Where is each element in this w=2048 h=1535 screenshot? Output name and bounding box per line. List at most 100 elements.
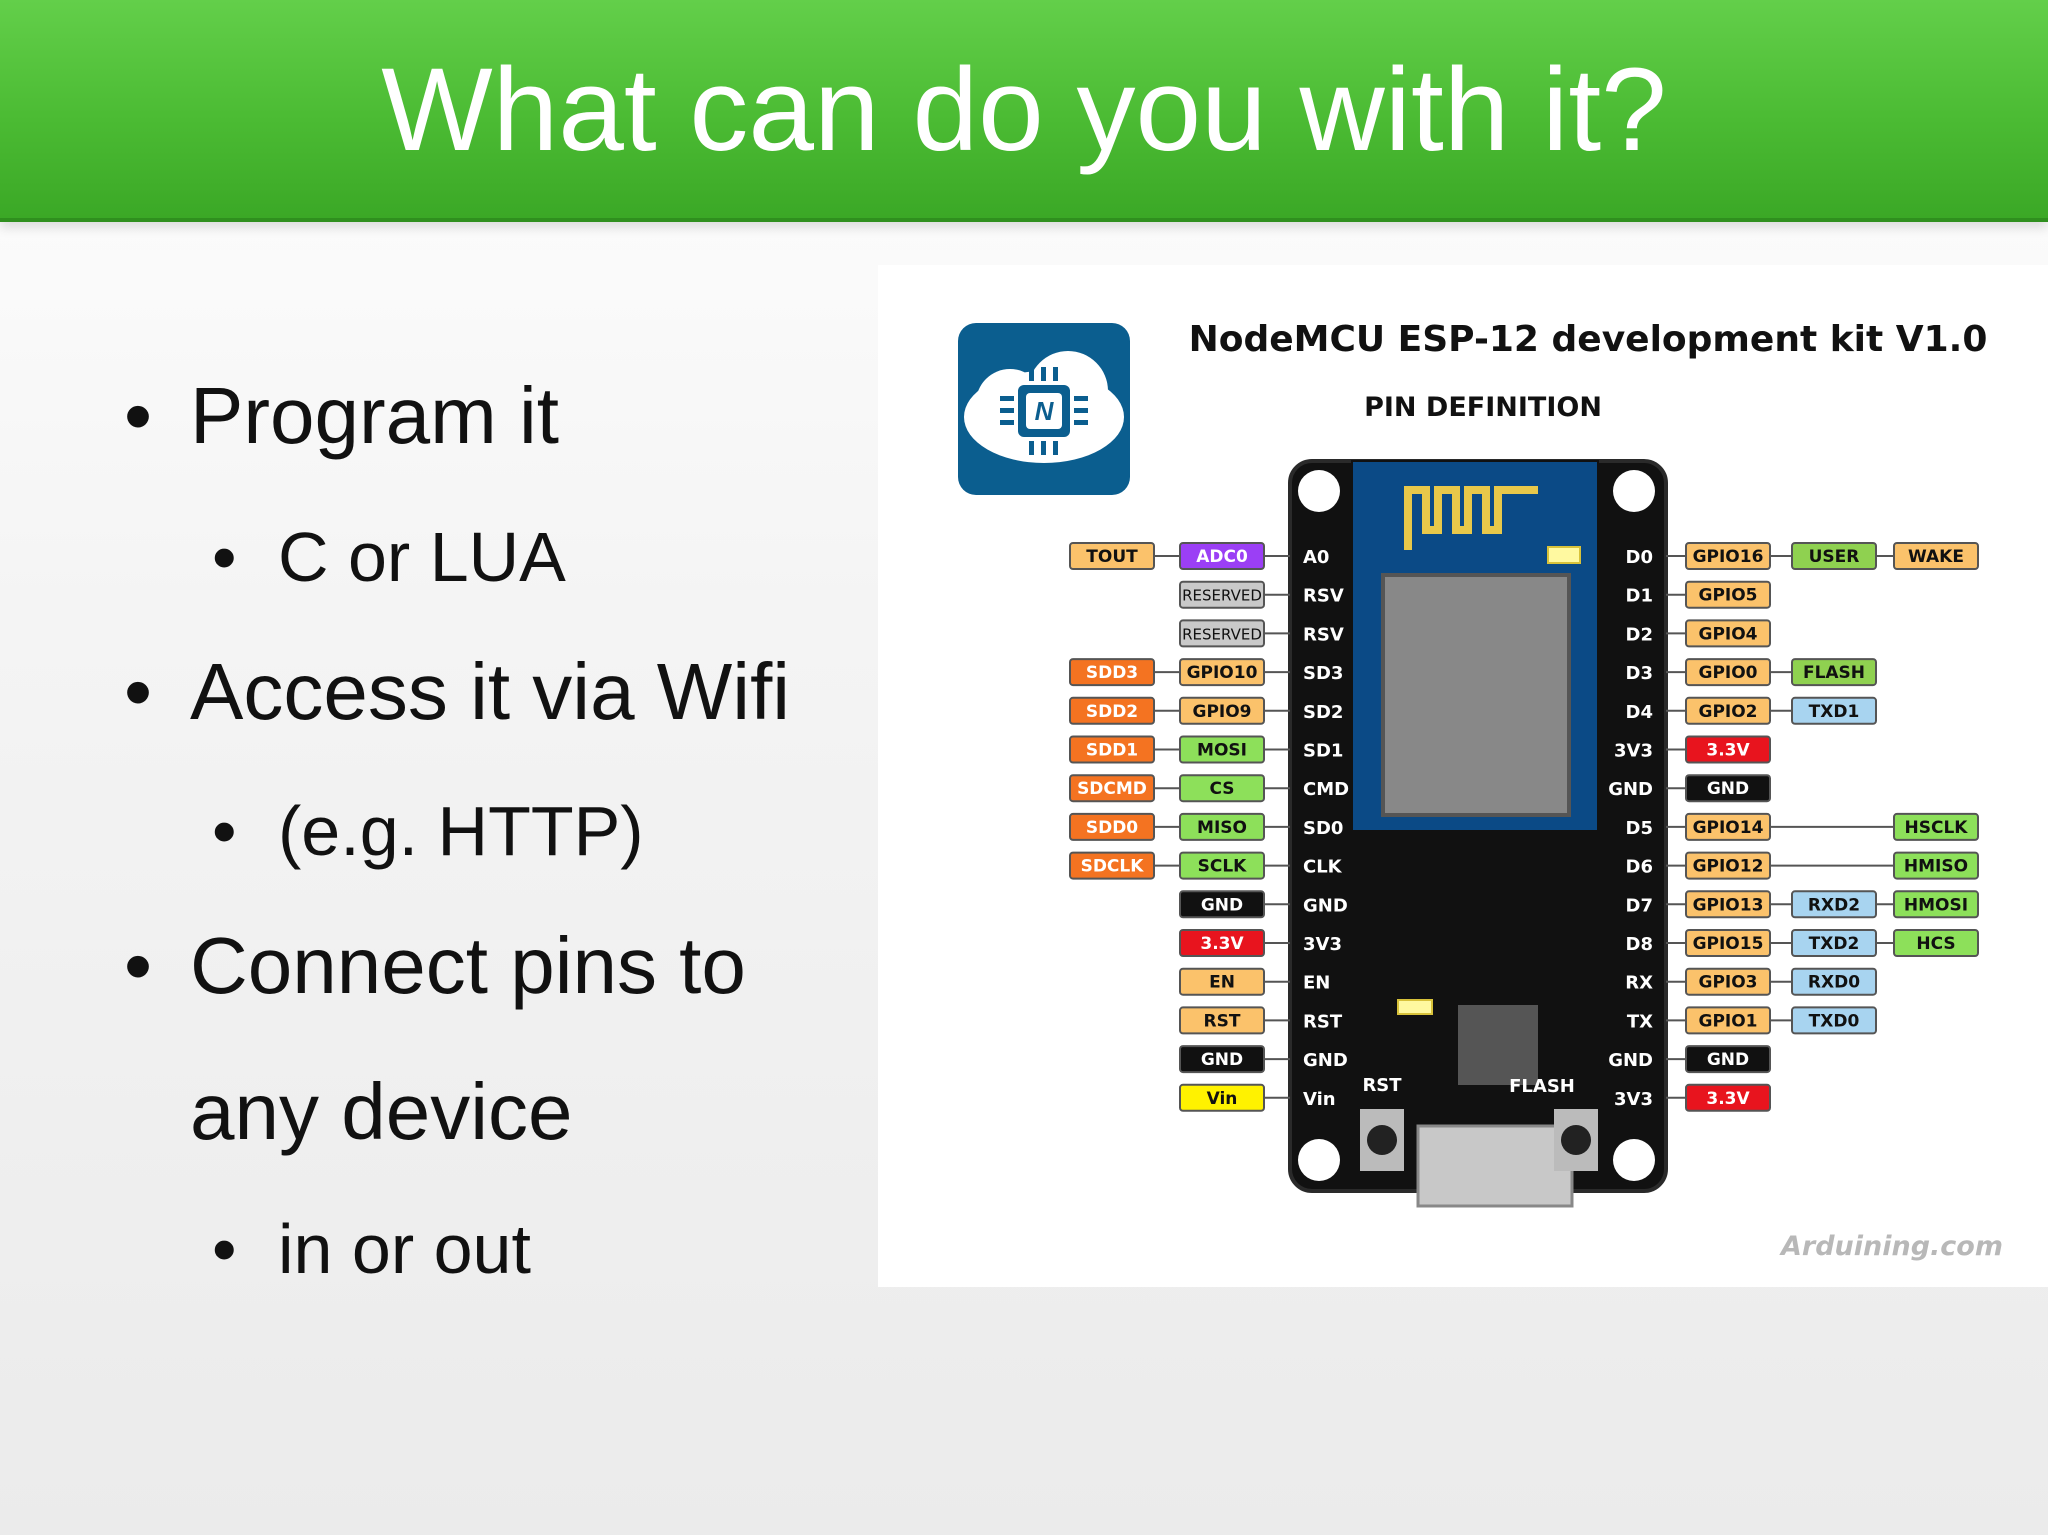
board-pin-label: SD0	[1303, 818, 1343, 839]
pin-function-text: EN	[1209, 973, 1235, 993]
board-pin-label: D0	[1626, 547, 1653, 568]
board-pin-label: 3V3	[1303, 934, 1342, 955]
pin-function-text: HMISO	[1904, 857, 1968, 877]
pin-function-label: GPIO12	[1685, 851, 1771, 880]
antenna-trace	[1404, 486, 1538, 550]
slide-title: What can do you with it?	[381, 44, 1667, 176]
pin-function-text: GPIO10	[1187, 663, 1258, 683]
pin-function-text: TXD2	[1809, 934, 1860, 954]
pin-function-text: USER	[1809, 547, 1860, 567]
pin-function-label: GND	[1685, 1045, 1771, 1074]
pin-function-text: SDD0	[1086, 818, 1138, 838]
pin-function-label: TXD1	[1791, 696, 1877, 725]
pin-function-text: GPIO12	[1693, 857, 1764, 877]
board-pin-label: RX	[1625, 973, 1653, 994]
pin-function-text: 3.3V	[1200, 934, 1244, 954]
pinout-diagram: N NodeMCU ESP-12 development kit V1.0 PI…	[958, 319, 2003, 1262]
board-pin-label: D2	[1626, 624, 1653, 645]
pin-function-label: GPIO13	[1685, 890, 1771, 919]
rst-button	[1360, 1109, 1404, 1171]
board-pin-label: EN	[1303, 973, 1330, 994]
pin-function-text: GPIO13	[1693, 895, 1764, 915]
bullet-marker: •	[212, 1210, 237, 1288]
pin-function-label: HSCLK	[1893, 812, 1979, 841]
pin-function-text: GPIO5	[1698, 586, 1757, 606]
pin-function-label: SDD2	[1069, 696, 1155, 725]
pin-function-text: GPIO0	[1698, 663, 1757, 683]
bullet-marker: •	[212, 518, 237, 596]
board-pin-label: TX	[1627, 1011, 1653, 1032]
pin-function-text: RST	[1204, 1011, 1241, 1031]
board-pin-label: D5	[1626, 818, 1653, 839]
pin-function-label: GND	[1179, 1045, 1265, 1074]
pin-function-label: GPIO1	[1685, 1006, 1771, 1035]
pin-function-label: GPIO2	[1685, 696, 1771, 725]
pin-function-text: GPIO15	[1693, 934, 1764, 954]
pin-function-label: RST	[1179, 1006, 1265, 1035]
pin-function-text: GPIO1	[1698, 1011, 1757, 1031]
pin-function-text: CS	[1209, 779, 1234, 799]
pin-function-label: EN	[1179, 967, 1265, 996]
pin-function-label: GPIO3	[1685, 967, 1771, 996]
board-pin-label: D8	[1626, 934, 1653, 955]
pin-function-label: GPIO16	[1685, 542, 1771, 570]
pin-function-label: TXD2	[1791, 929, 1877, 957]
title-bar: What can do you with it?	[0, 0, 2048, 222]
bullet-marker: •	[124, 647, 153, 736]
board-pin-label: RSV	[1303, 586, 1344, 607]
pin-function-text: GND	[1201, 895, 1243, 915]
board-pin-label: D3	[1626, 663, 1653, 684]
board-pin-label: A0	[1303, 547, 1329, 568]
pin-function-label: 3.3V	[1179, 929, 1265, 957]
bullet-marker: •	[124, 371, 153, 460]
pin-function-label: WAKE	[1893, 542, 1979, 570]
board-pin-label: 3V3	[1614, 1089, 1653, 1110]
usb-chip	[1458, 1005, 1538, 1085]
pin-function-label: 3.3V	[1685, 1083, 1771, 1112]
rst-button-label: RST	[1362, 1075, 1402, 1096]
pin-function-text: HMOSI	[1904, 895, 1968, 915]
module-shield	[1381, 573, 1571, 817]
pin-function-label: RXD2	[1791, 890, 1877, 919]
pin-function-text: HCS	[1916, 934, 1955, 954]
pin-function-label: RESERVED	[1179, 580, 1265, 609]
pin-function-text: FLASH	[1803, 663, 1865, 683]
pin-function-text: SDD2	[1086, 702, 1138, 722]
board-pin-label: GND	[1303, 1050, 1348, 1071]
bullet-item: Connect pins to	[190, 921, 746, 1010]
pin-function-text: MISO	[1197, 818, 1247, 838]
bullet-item: (e.g. HTTP)	[278, 792, 644, 870]
pin-function-label: SDCMD	[1069, 774, 1155, 803]
board-pin-label: D4	[1626, 702, 1653, 723]
pin-function-label: SDD0	[1069, 812, 1155, 841]
pin-function-text: RXD0	[1808, 973, 1860, 993]
pin-function-text: TOUT	[1086, 547, 1138, 567]
pin-function-label: CS	[1179, 774, 1265, 803]
pin-function-label: RXD0	[1791, 967, 1877, 996]
board-pin-label: SD3	[1303, 663, 1343, 684]
pin-function-label: MISO	[1179, 812, 1265, 841]
pin-function-text: WAKE	[1908, 547, 1964, 567]
board-pin-label: CLK	[1303, 857, 1343, 878]
pin-function-text: SDCLK	[1081, 857, 1145, 877]
bullet-marker: •	[124, 921, 153, 1010]
pin-function-text: SDCMD	[1077, 779, 1147, 799]
bullet-item: Program it	[190, 371, 559, 460]
pin-function-text: TXD1	[1809, 702, 1860, 722]
pin-function-text: GND	[1707, 1050, 1749, 1070]
bullet-item: in or out	[278, 1210, 531, 1288]
pin-function-label: MOSI	[1179, 735, 1265, 764]
pin-function-label: Vin	[1179, 1083, 1265, 1112]
diagram-subtitle: PIN DEFINITION	[1364, 392, 1602, 423]
pin-function-label: GPIO14	[1685, 812, 1771, 841]
board-pin-label: GND	[1608, 1050, 1653, 1071]
bullet-item: Access it via Wifi	[190, 647, 791, 736]
flash-button	[1554, 1109, 1598, 1171]
board-pin-label: D1	[1626, 586, 1653, 607]
flash-button-label: FLASH	[1509, 1076, 1575, 1097]
pin-function-text: SCLK	[1198, 857, 1248, 877]
pin-function-label: SDD3	[1069, 658, 1155, 687]
pin-function-label: SCLK	[1179, 851, 1265, 880]
pin-function-text: RXD2	[1808, 895, 1860, 915]
